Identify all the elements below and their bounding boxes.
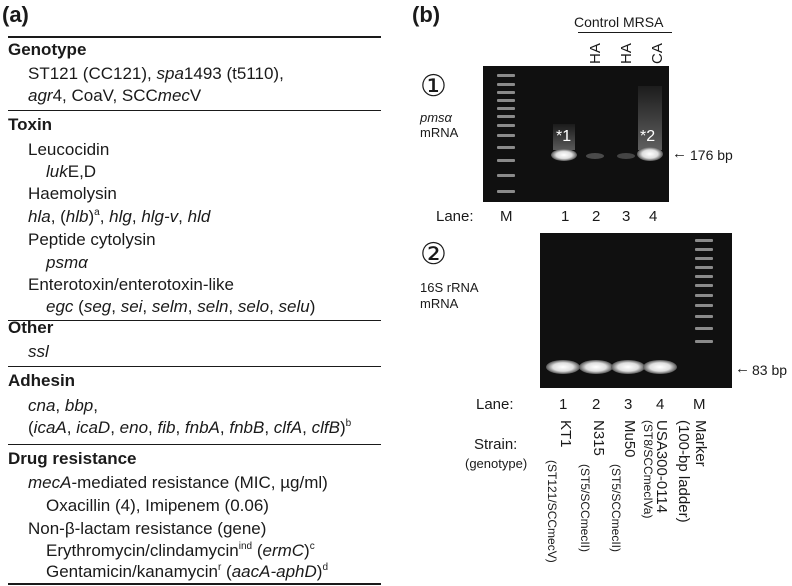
- lane-4-smear: [638, 86, 662, 150]
- strain-5-name: Marker: [692, 420, 709, 467]
- genotype-line-2: agr4, CoaV, SCCmecV: [28, 86, 202, 105]
- lane-4-band: [643, 360, 677, 374]
- gel-1-svg: [497, 74, 663, 193]
- band-83-size: 83 bp: [752, 362, 788, 378]
- control-col-ha-2: HA: [618, 43, 635, 64]
- non-beta-lactam-line: Non-β-lactam resistance (gene): [28, 519, 267, 538]
- gel-2-lane-1: 1: [559, 396, 568, 413]
- gel-2-target: 16S rRNA: [420, 280, 479, 295]
- ladder-lane: [497, 74, 515, 193]
- gel-2-image: [540, 233, 732, 388]
- gel-1-image: *1 *2: [483, 66, 669, 202]
- gel-1-number: ①: [420, 70, 447, 103]
- gel-1-lane-4: 4: [649, 208, 658, 225]
- leucocidin-label: Leucocidin: [28, 140, 110, 159]
- gel-1-target-2: mRNA: [420, 125, 459, 140]
- table-top-rule: [8, 36, 381, 38]
- lane-2-band: [579, 360, 613, 374]
- control-col-ca: CA: [649, 43, 666, 64]
- meca-line: mecA-mediated resistance (MIC, µg/ml): [28, 473, 328, 492]
- strain-5-genotype: (100-bp ladder): [675, 420, 692, 523]
- strain-2-genotype: (ST5/SCCmecII): [578, 464, 592, 553]
- strain-4-genotype: (ST8/SCCmecIVa): [641, 420, 655, 519]
- enterotoxin-label: Enterotoxin/enterotoxin-like: [28, 275, 235, 294]
- gel-1-lane-2: 2: [592, 208, 601, 225]
- oxacillin-line: Oxacillin (4), Imipenem (0.06): [46, 496, 269, 515]
- panel-a-label: (a): [2, 2, 29, 27]
- gel-1-target: pmsα: [420, 110, 452, 125]
- gel-2-lane-4: 4: [656, 396, 665, 413]
- ssl-gene: ssl: [28, 342, 49, 361]
- lane-1-band: [551, 149, 577, 161]
- strain-1-name: KT1: [557, 420, 574, 448]
- table-bottom-rule: [8, 583, 381, 585]
- divider: [8, 110, 381, 111]
- gel-1-lane-m: M: [500, 208, 513, 225]
- lane-3-band: [611, 360, 645, 374]
- control-col-ha-1: HA: [587, 43, 604, 64]
- lane-2-band: [586, 153, 604, 159]
- band-176-size: 176 bp: [690, 147, 733, 163]
- genotype-line-1: ST121 (CC121), spa1493 (t5110),: [28, 64, 284, 83]
- gel-2-svg: [546, 239, 713, 374]
- lane-1-band: [546, 360, 580, 374]
- divider: [8, 366, 381, 367]
- adhesin-title: Adhesin: [8, 371, 76, 390]
- strain-4-name: USA300-0114: [653, 420, 670, 514]
- band-176-arrow: ←: [672, 145, 687, 162]
- adhesin-line-1: cna, bbp,: [28, 396, 98, 415]
- gel-1-lane-1: 1: [561, 208, 570, 225]
- other-title: Other: [8, 318, 54, 337]
- gel-2-target-2: mRNA: [420, 296, 459, 311]
- erythromycin-line: Erythromycin/clindamycinind (ermC)c: [46, 541, 315, 560]
- gel-2-lane-3: 3: [624, 396, 633, 413]
- divider: [8, 444, 381, 445]
- lane-1-smear: [553, 124, 575, 150]
- gel-2-lane-2: 2: [592, 396, 601, 413]
- adhesin-line-2: (icaA, icaD, eno, fib, fnbA, fnbB, clfA,…: [28, 418, 352, 437]
- strain-1-genotype: (ST121/SCCmecV): [545, 460, 559, 563]
- peptide-cytolysin-label: Peptide cytolysin: [28, 230, 156, 249]
- genotype-label: (genotype): [465, 456, 528, 471]
- gel-1-lane-3: 3: [622, 208, 631, 225]
- strain-label: Strain:: [474, 436, 518, 453]
- star-2-label: *2: [640, 128, 656, 145]
- divider: [8, 320, 381, 321]
- genotype-title: Genotype: [8, 40, 87, 59]
- strain-3-genotype: (ST5/SCCmecII): [609, 464, 623, 553]
- control-header-rule: [578, 32, 672, 33]
- psm-gene: psmα: [46, 253, 88, 272]
- drug-resistance-title: Drug resistance: [8, 449, 137, 468]
- haemolysin-label: Haemolysin: [28, 184, 117, 203]
- luk-line: lukE,D: [46, 162, 97, 181]
- gel-2-lane-label: Lane:: [476, 396, 514, 413]
- ladder-lane: [695, 239, 713, 343]
- gel-1-lane-label: Lane:: [436, 208, 474, 225]
- star-1-label: *1: [556, 128, 572, 145]
- haemolysin-genes: hla, (hlb)a, hlg, hlg-v, hld: [28, 207, 211, 226]
- egc-genes: egc (seg, sei, selm, seln, selo, selu): [46, 297, 316, 316]
- gel-2-lane-m: M: [693, 396, 706, 413]
- lane-3-band: [617, 153, 635, 159]
- band-83-arrow: ←: [735, 360, 750, 377]
- strain-3-name: Mu50: [621, 420, 638, 458]
- panel-b-label: (b): [412, 2, 441, 27]
- control-mrsa-header: Control MRSA: [574, 14, 664, 30]
- lane-4-band: [637, 147, 663, 161]
- toxin-title: Toxin: [8, 115, 53, 134]
- gentamicin-line: Gentamicin/kanamycinr (aacA-aphD)d: [46, 562, 328, 581]
- strain-2-name: N315: [590, 420, 607, 456]
- gel-2-number: ②: [420, 238, 447, 271]
